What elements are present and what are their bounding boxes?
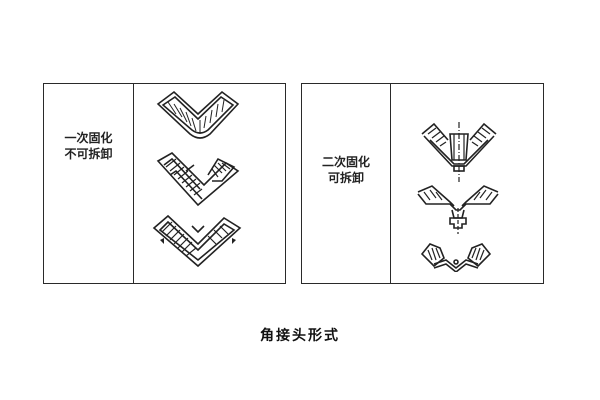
label-line-1: 二次固化: [321, 155, 370, 169]
panel-divider: [133, 84, 134, 283]
label-line-2: 可拆卸: [327, 171, 364, 185]
corner-joint-clamped-w-figure: [420, 243, 492, 272]
panel-label: 二次固化 可拆卸: [302, 154, 390, 186]
panel-divider: [390, 84, 391, 283]
corner-joint-bonded-lap-figure: [156, 152, 240, 207]
panel-label: 一次固化 不可拆卸: [44, 130, 133, 162]
figure-caption: 角接头形式: [260, 328, 340, 344]
corner-joint-bonded-reinforced-figure: [152, 214, 242, 268]
corner-joint-bonded-rounded-figure: [156, 90, 240, 139]
label-line-1: 一次固化: [64, 131, 113, 145]
corner-joint-bolted-insert-figure: [421, 122, 497, 182]
panel-two-step-cure: 二次固化 可拆卸: [301, 83, 544, 284]
label-line-2: 不可拆卸: [64, 147, 113, 161]
corner-joint-bolted-y-bracket-figure: [417, 185, 499, 234]
panel-one-step-cure: 一次固化 不可拆卸: [43, 83, 286, 284]
